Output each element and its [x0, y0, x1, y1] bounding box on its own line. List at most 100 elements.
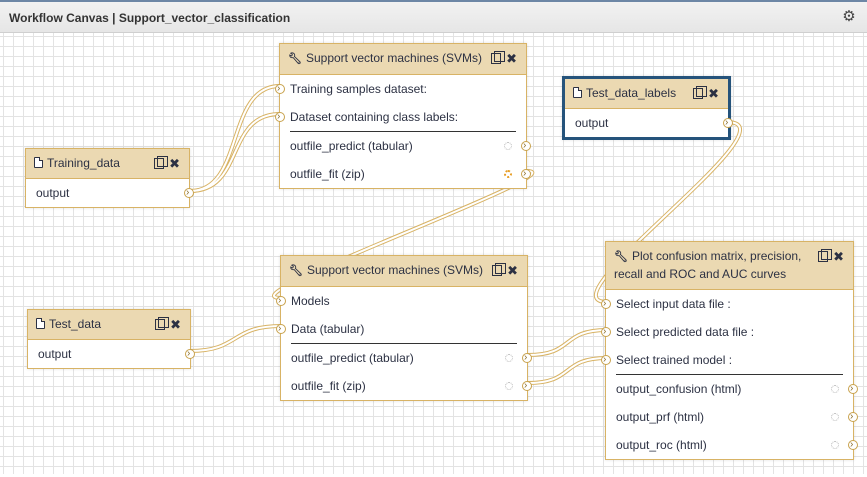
workflow-canvas[interactable]: Training_data ✖ output Test_data ✖ outpu…	[0, 33, 867, 477]
copy-icon[interactable]	[492, 263, 507, 276]
output-terminal[interactable]	[522, 372, 532, 400]
input-row: Data (tabular)	[276, 315, 527, 343]
output-row: output	[28, 340, 195, 368]
workflow-output-toggle-icon[interactable]	[504, 142, 512, 150]
input-terminal[interactable]	[601, 346, 611, 374]
divider	[291, 343, 517, 344]
input-terminal[interactable]	[601, 318, 611, 346]
node-test-data-labels[interactable]: Test_data_labels ✖ output	[562, 76, 733, 140]
input-row: Select input data file :	[601, 290, 853, 318]
output-row: output_roc (html)	[606, 431, 858, 459]
node-svm-1[interactable]: 🔧︎Support vector machines (SVMs) ✖ Train…	[275, 43, 531, 189]
copy-icon[interactable]	[154, 156, 169, 169]
input-label: Select predicted data file :	[616, 325, 755, 339]
node-header[interactable]: 🔧︎Support vector machines (SVMs) ✖	[281, 256, 527, 287]
wrench-icon: 🔧︎	[614, 251, 628, 263]
node-title: Support vector machines (SVMs)	[305, 51, 483, 65]
wire-svm2fit-to-plot	[526, 356, 609, 385]
output-row: outfile_fit (zip)	[281, 372, 532, 400]
output-label: outfile_predict (tabular)	[290, 139, 413, 153]
output-label: output	[36, 186, 70, 200]
output-row: output_confusion (html)	[606, 375, 858, 403]
copy-icon[interactable]	[693, 86, 708, 99]
input-row: Select trained model :	[601, 346, 853, 374]
output-terminal[interactable]	[185, 340, 195, 368]
wrench-icon: 🔧︎	[289, 265, 303, 277]
copy-icon[interactable]	[491, 51, 506, 64]
wire-training-to-svm1-labels	[188, 112, 282, 193]
workflow-output-toggle-icon[interactable]	[505, 382, 513, 390]
output-terminal[interactable]	[521, 132, 531, 160]
input-row: Select predicted data file :	[601, 318, 853, 346]
node-title: Support vector machines (SVMs)	[306, 263, 484, 277]
wire-training-to-svm1	[188, 84, 282, 193]
input-terminal[interactable]	[276, 287, 286, 315]
workflow-canvas-header: Workflow Canvas | Support_vector_classif…	[0, 0, 867, 33]
close-icon[interactable]: ✖	[507, 263, 518, 278]
workflow-output-toggle-icon[interactable]	[831, 385, 839, 393]
wrench-icon: 🔧︎	[288, 53, 302, 65]
workflow-output-toggle-icon[interactable]	[831, 441, 839, 449]
node-title: Training_data	[47, 156, 120, 170]
output-label: output	[38, 347, 72, 361]
node-header[interactable]: 🔧︎Plot confusion matrix, precision, reca…	[606, 242, 853, 290]
file-icon	[36, 318, 45, 329]
output-terminal[interactable]	[848, 403, 858, 431]
copy-icon[interactable]	[818, 249, 833, 262]
window-title: Workflow Canvas | Support_vector_classif…	[9, 11, 291, 25]
input-label: Select input data file :	[616, 297, 731, 311]
node-header[interactable]: Test_data ✖	[28, 310, 190, 340]
divider	[616, 374, 843, 375]
node-svm-2[interactable]: 🔧︎Support vector machines (SVMs) ✖ Model…	[276, 255, 532, 401]
input-label: Data (tabular)	[291, 322, 365, 336]
node-test-data[interactable]: Test_data ✖ output	[27, 309, 195, 369]
node-title-line-2: recall and ROC and AUC curves	[614, 267, 787, 281]
output-label: output	[575, 116, 609, 130]
close-icon[interactable]: ✖	[170, 317, 181, 332]
node-header[interactable]: Test_data_labels ✖	[565, 79, 728, 109]
workflow-output-toggle-icon[interactable]	[504, 170, 512, 178]
input-terminal[interactable]	[601, 290, 611, 318]
input-label: Models	[291, 294, 330, 308]
output-label: output_roc (html)	[616, 438, 707, 452]
node-title: Test_data	[49, 317, 102, 331]
output-terminal[interactable]	[848, 431, 858, 459]
close-icon[interactable]: ✖	[708, 86, 719, 101]
file-icon	[34, 157, 43, 168]
workflow-output-toggle-icon[interactable]	[505, 354, 513, 362]
output-row: output	[26, 179, 194, 207]
node-plot-confusion-matrix[interactable]: 🔧︎Plot confusion matrix, precision, reca…	[601, 241, 858, 460]
input-row: Models	[276, 287, 527, 315]
output-terminal[interactable]	[723, 109, 733, 137]
output-row: output	[565, 109, 733, 137]
input-label: Select trained model :	[616, 353, 733, 367]
output-row: outfile_predict (tabular)	[280, 132, 531, 160]
output-row: outfile_predict (tabular)	[281, 344, 532, 372]
output-terminal[interactable]	[184, 179, 194, 207]
close-icon[interactable]: ✖	[169, 156, 180, 171]
input-terminal[interactable]	[276, 315, 286, 343]
output-row: outfile_fit (zip)	[280, 160, 531, 188]
node-training-data[interactable]: Training_data ✖ output	[25, 148, 194, 208]
input-terminal[interactable]	[275, 75, 285, 103]
node-header[interactable]: 🔧︎Support vector machines (SVMs) ✖	[280, 44, 526, 75]
output-label: output_prf (html)	[616, 410, 705, 424]
output-terminal[interactable]	[848, 375, 858, 403]
node-title: Test_data_labels	[586, 86, 677, 100]
file-icon	[573, 87, 582, 98]
divider	[290, 131, 516, 132]
input-terminal[interactable]	[275, 103, 285, 131]
wire-svm2pred-to-plot	[526, 328, 609, 357]
close-icon[interactable]: ✖	[833, 249, 844, 264]
output-terminal[interactable]	[522, 344, 532, 372]
wire-test-to-svm2data	[188, 324, 283, 353]
workflow-output-toggle-icon[interactable]	[831, 413, 839, 421]
output-terminal[interactable]	[521, 160, 531, 188]
input-row: Dataset containing class labels:	[275, 103, 526, 131]
copy-icon[interactable]	[155, 317, 170, 330]
gear-icon[interactable]: ⚙	[842, 8, 856, 25]
close-icon[interactable]: ✖	[506, 51, 517, 66]
input-label: Training samples dataset:	[290, 82, 427, 96]
node-header[interactable]: Training_data ✖	[26, 149, 189, 179]
output-label: outfile_predict (tabular)	[291, 351, 414, 365]
